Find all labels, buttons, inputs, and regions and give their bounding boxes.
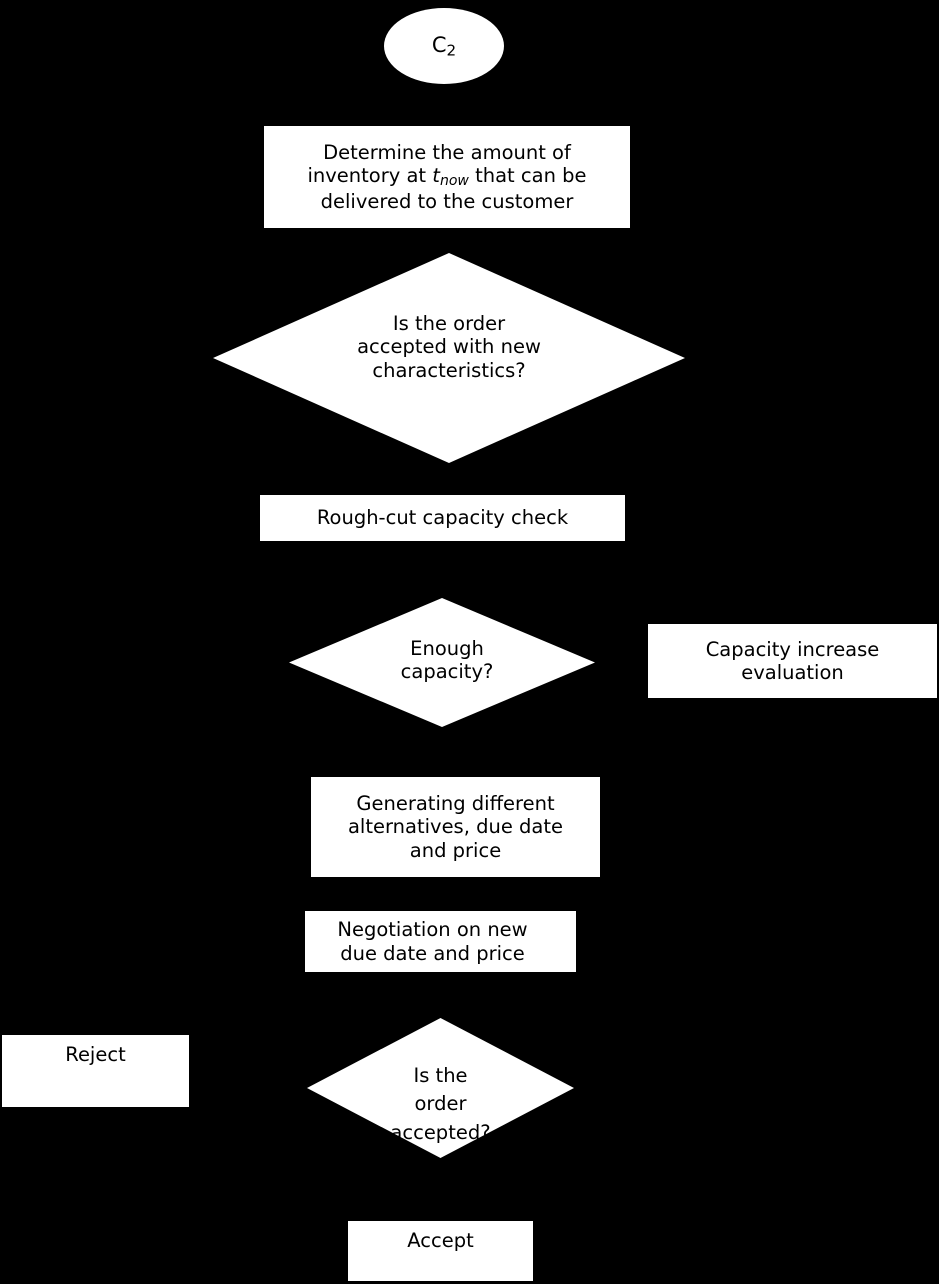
arrow-head-capacityincrease (639, 657, 648, 667)
generating-alternatives-label: Generating different alternatives, due d… (347, 791, 564, 862)
connector-negotiation-to-isorderaccepted (440, 972, 442, 1018)
node-enough-capacity[interactable]: Enough capacity? (289, 598, 595, 727)
node-reject[interactable]: Reject (2, 1035, 189, 1107)
rough-cut-capacity-check-label: Rough-cut capacity check (316, 506, 569, 530)
arrow-head-enoughcapacity (438, 589, 448, 598)
arrow-head-accept (436, 1212, 446, 1221)
arrow-head-reject (189, 1083, 198, 1093)
connector-isorderaccepted-to-accept (440, 1158, 442, 1221)
connector-capacityincrease-to-negotiation-v (791, 698, 793, 932)
connector-decision1-to-roughcut (448, 463, 450, 495)
enough-capacity-label: Enough capacity? (400, 637, 494, 684)
arrow-head-isorderaccepted (436, 1009, 446, 1018)
node-generating-alternatives[interactable]: Generating different alternatives, due d… (311, 777, 600, 877)
start-terminator-label: C2 (431, 32, 457, 60)
connector-enoughcapacity-to-generating (442, 720, 444, 777)
capacity-increase-evaluation-label: Capacity increase evaluation (705, 637, 880, 684)
is-order-accepted-label: Is the order accepted? (390, 1064, 491, 1144)
node-is-order-accepted[interactable]: Is the order accepted? (307, 1018, 574, 1158)
negotiation-label: Negotiation on new due date and price (337, 918, 528, 965)
node-accept[interactable]: Accept (348, 1221, 533, 1281)
node-negotiation[interactable]: Negotiation on new due date and price (305, 911, 576, 972)
connector-determine-to-decision1 (448, 228, 450, 253)
arrow-head-generating (444, 768, 454, 777)
arrow-head-decision1 (444, 245, 454, 254)
arrow-head-determine (444, 117, 454, 126)
node-capacity-increase-evaluation[interactable]: Capacity increase evaluation (648, 624, 937, 698)
accept-label: Accept (407, 1229, 474, 1252)
connector-generating-to-negotiation (442, 877, 444, 911)
arrow-head-roughcut (444, 486, 454, 495)
connector-roughcut-to-enoughcapacity (442, 541, 444, 598)
connector-capacityincrease-to-negotiation-h (576, 931, 792, 933)
connector-enoughcapacity-to-capacityincrease-h (595, 661, 648, 663)
connector-start-to-determine (448, 84, 450, 126)
node-order-accepted-new-characteristics[interactable]: Is the order accepted with new character… (213, 253, 685, 463)
reject-label: Reject (65, 1043, 126, 1066)
node-start-terminator[interactable]: C2 (384, 8, 504, 84)
t-now-variable: tnow (432, 164, 469, 189)
order-accepted-new-characteristics-label: Is the order accepted with new character… (357, 312, 541, 382)
node-rough-cut-capacity-check[interactable]: Rough-cut capacity check (260, 495, 625, 541)
connector-isorderaccepted-to-reject (196, 1087, 307, 1089)
